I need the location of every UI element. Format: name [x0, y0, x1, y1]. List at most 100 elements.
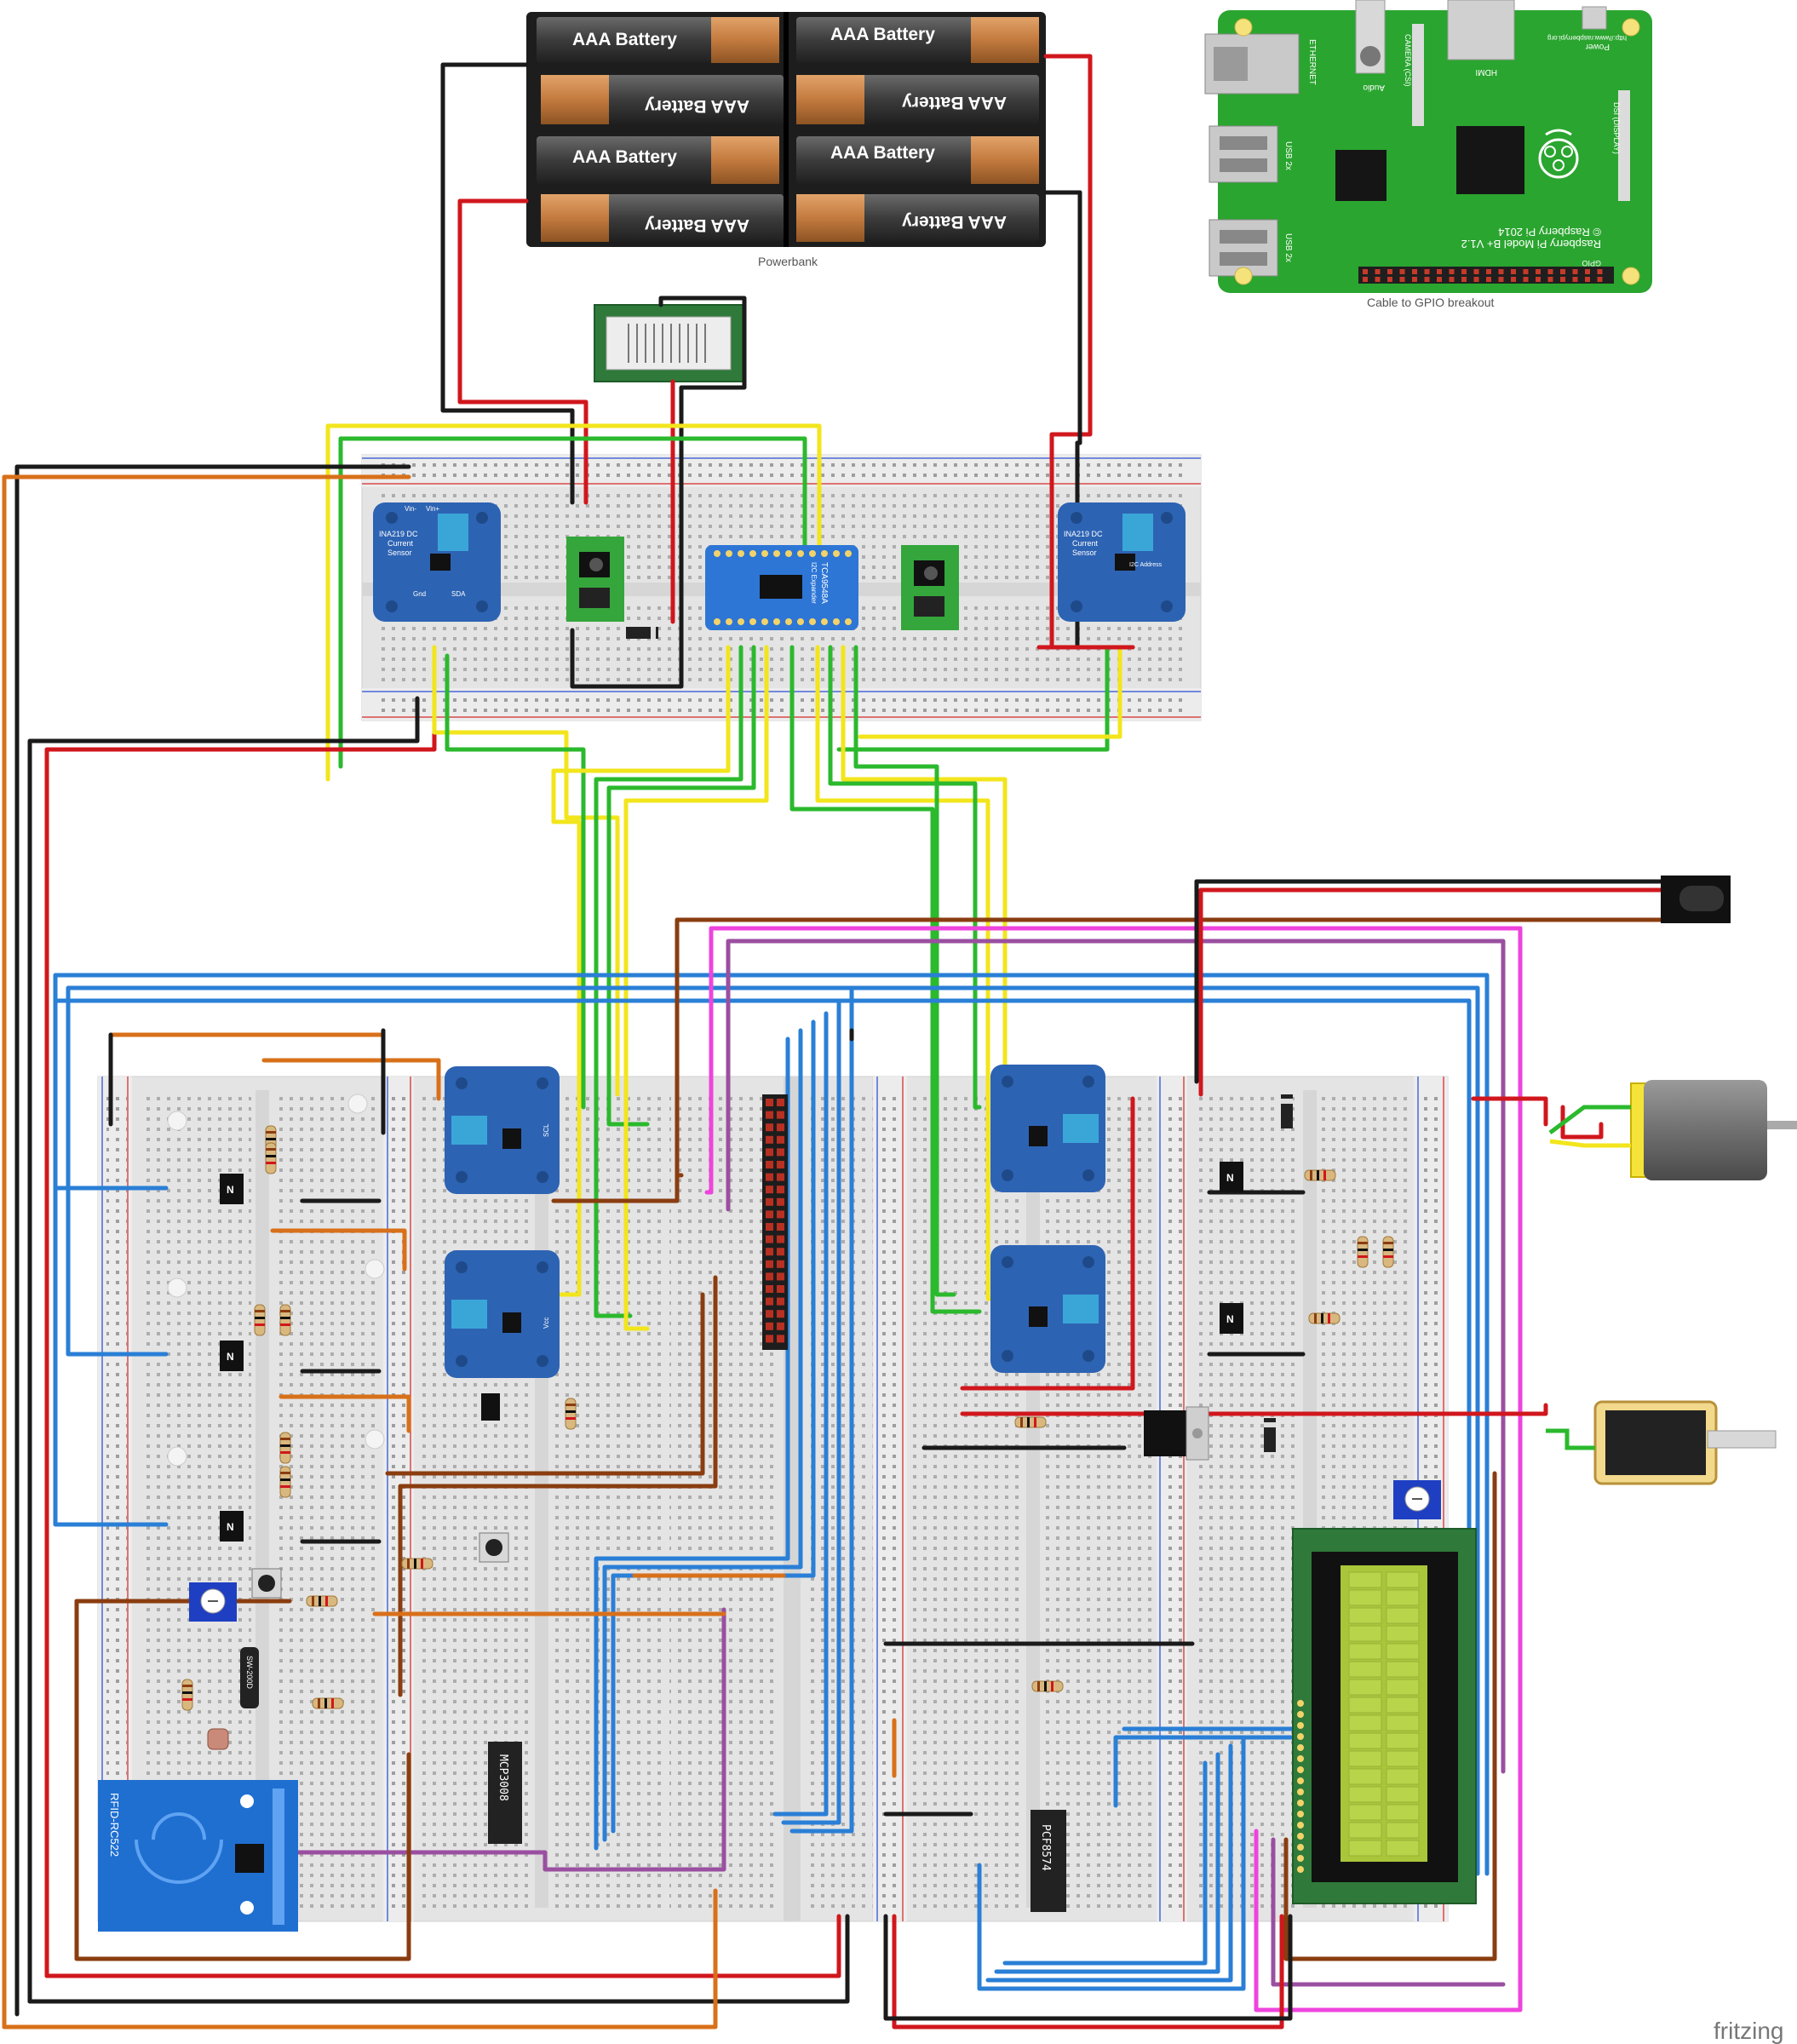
pi-url-text: http://www.raspberrypi.org: [1547, 34, 1627, 42]
resistor: [306, 1595, 338, 1607]
solenoid: [1546, 1400, 1777, 1485]
resistors: [181, 1125, 1394, 1711]
raspberry-logo-icon: [1538, 129, 1579, 179]
resistor: [254, 1304, 266, 1336]
battery-cell-label: AAA Battery: [902, 212, 1007, 232]
sensor-sub: Sensor: [388, 548, 412, 557]
battery-cell: AAA Battery: [537, 136, 779, 184]
potentiometer[interactable]: [1393, 1480, 1441, 1519]
pi-model-text: Raspberry Pi Model B+ V1.2: [1461, 238, 1601, 250]
transistor: N: [220, 1511, 244, 1542]
resistor: [279, 1466, 291, 1498]
transistor: N: [1220, 1162, 1243, 1192]
led: [167, 1111, 187, 1131]
transistor-mark: N: [227, 1184, 234, 1196]
transistor-mark: N: [1226, 1313, 1234, 1325]
sensor-title: INA219 DC: [1064, 530, 1103, 538]
sensor-sub: Sensor: [1072, 548, 1097, 557]
sensor-pin-label: SCL: [543, 1123, 550, 1137]
usb-port: [1209, 125, 1278, 183]
led: [365, 1429, 385, 1450]
transistor: N: [220, 1341, 244, 1371]
battery-cell-label: AAA Battery: [572, 147, 677, 167]
sensor-title: INA219 DC: [379, 530, 418, 538]
tilt-switch: SW-200D: [240, 1647, 259, 1708]
potentiometer[interactable]: [189, 1582, 237, 1622]
mux-subtitle: I2C Expander: [810, 562, 818, 604]
power-port: [1582, 6, 1607, 30]
battery-cell-label: AAA Battery: [645, 96, 749, 116]
resistor: [1357, 1236, 1369, 1268]
sensor-sub: Current: [388, 539, 414, 548]
dc-motor: [1548, 1080, 1797, 1180]
lcd-display: [1292, 1528, 1477, 1904]
pi-camera-label: CAMERA (CSI): [1404, 34, 1412, 87]
sensor-i2c-label: I2C Address: [1129, 562, 1163, 568]
resistor: [1308, 1312, 1341, 1324]
soc-chip: [1456, 126, 1524, 194]
sensor-pin-label: Gnd: [413, 590, 426, 598]
switch-module: [594, 304, 745, 382]
transistor-mark: N: [227, 1351, 234, 1363]
pi-power-label: Power: [1585, 42, 1610, 51]
wires: [2, 54, 1663, 2030]
battery-cell: AAA Battery: [796, 194, 1039, 242]
buck-converter: [901, 545, 959, 630]
led: [347, 1094, 368, 1114]
ina219-sensor: INA219 DC Current Sensor I2C Address: [1058, 502, 1186, 622]
sensor-pin-label: Vin-: [405, 505, 416, 513]
fritzing-brand: fritzing: [1714, 2018, 1783, 2044]
ina219-sensor: SCL: [445, 1066, 560, 1194]
pi-gpio-label: GPIO: [1582, 259, 1601, 267]
battery-cell: AAA Battery: [796, 136, 1039, 184]
sensor-pin-label: SDA: [451, 590, 466, 598]
pi-usb-label: USB 2x: [1283, 141, 1293, 170]
resistor: [1014, 1416, 1047, 1428]
battery-pack-caption: Powerbank: [758, 255, 818, 268]
pi-hdmi-label: HDMI: [1475, 67, 1497, 77]
battery-cell: AAA Battery: [537, 17, 779, 63]
lan-chip: [1335, 150, 1387, 201]
transistor-mark: N: [227, 1521, 234, 1533]
buck-converter: [566, 537, 624, 622]
push-button[interactable]: [251, 1568, 282, 1599]
rfid-label: RFID-RC522: [108, 1793, 121, 1857]
io-expander-chip: PCF8574: [1031, 1810, 1066, 1912]
temperature-sensor: [481, 1393, 500, 1421]
battery-cell-label: AAA Battery: [572, 30, 677, 49]
push-button[interactable]: [479, 1532, 509, 1563]
pi-caption: Cable to GPIO breakout: [1367, 296, 1495, 309]
voltage-regulator: [1144, 1406, 1209, 1461]
transistor: N: [1220, 1303, 1243, 1334]
transistor: N: [220, 1174, 244, 1204]
resistor: [279, 1304, 291, 1336]
battery-cell-label: AAA Battery: [830, 143, 935, 163]
resistor: [265, 1142, 277, 1174]
resistor: [279, 1432, 291, 1464]
ir-receiver: [1661, 876, 1731, 923]
resistor: [1382, 1236, 1394, 1268]
i2c-mux: TCA9548A I2C Expander: [705, 545, 858, 630]
pi-usb-label: USB 2x: [1283, 233, 1293, 262]
resistor: [565, 1398, 577, 1430]
battery-cell-label: AAA Battery: [830, 25, 935, 44]
rfid-module: RFID-RC522: [98, 1780, 298, 1932]
battery-cell: AAA Battery: [796, 75, 1039, 124]
pi-copyright-text: © Raspberry Pi 2014: [1498, 226, 1601, 238]
battery-pack: AAA Battery AAA Battery AAA Battery AAA …: [526, 12, 1046, 268]
ina219-sensor: Vcc: [445, 1250, 560, 1378]
sensor-pin-label: Vin+: [426, 505, 439, 513]
battery-cell-label: AAA Battery: [645, 215, 749, 235]
ina219-sensor: [990, 1065, 1105, 1192]
transistor-mark: N: [1226, 1172, 1234, 1184]
ina219-sensor: [990, 1245, 1105, 1373]
ina219-sensor: INA219 DC Current Sensor Vin- Vin+ Gnd S…: [373, 502, 501, 622]
resistor: [312, 1697, 344, 1709]
resistor: [1304, 1169, 1336, 1181]
pi-audio-label: Audio: [1363, 83, 1385, 92]
sensor-sub: Current: [1072, 539, 1099, 548]
gpio-breakout: [762, 1094, 788, 1350]
resistor: [1031, 1680, 1064, 1692]
led: [167, 1278, 187, 1298]
led: [167, 1446, 187, 1467]
